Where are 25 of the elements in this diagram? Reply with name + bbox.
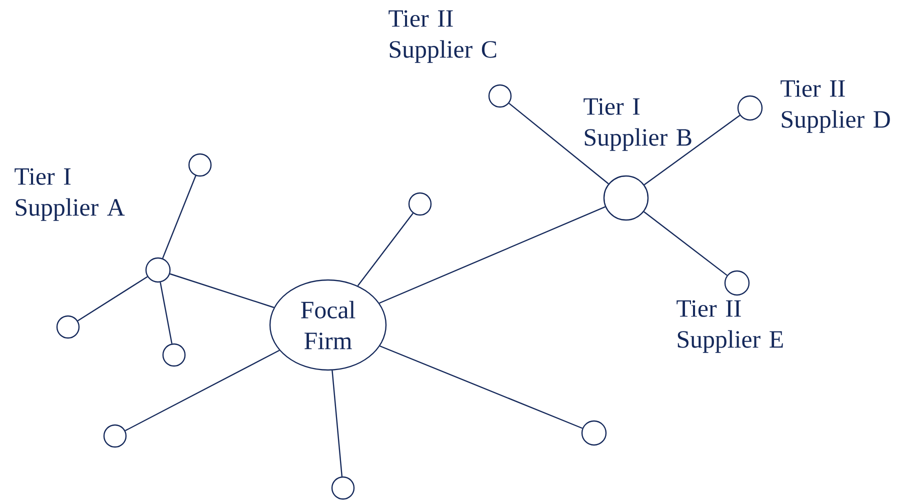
node-label: Tier II Supplier E [676, 300, 783, 353]
circle-node [162, 343, 186, 367]
connector-line [160, 282, 172, 344]
circle-node [103, 424, 127, 448]
connector-line [644, 211, 728, 276]
circle-node [408, 192, 432, 216]
node-label: Tier I Supplier A [14, 168, 125, 221]
connector-line [332, 370, 343, 476]
node-label: Tier I Supplier B [584, 98, 692, 151]
connector-line [162, 176, 196, 259]
circle-node [581, 420, 607, 446]
connector-line [77, 276, 148, 322]
circle-node [56, 315, 80, 339]
connector-line [170, 273, 274, 308]
circle-node [331, 476, 355, 500]
connector-line [125, 350, 280, 432]
ellipse-node: Focal Firm [269, 279, 387, 371]
connector-line [380, 346, 583, 429]
node-label: Tier II Supplier D [780, 80, 890, 133]
node-label: Tier II Supplier C [388, 10, 496, 63]
connector-line [644, 114, 740, 186]
circle-node [188, 153, 212, 177]
connector-line [357, 212, 414, 286]
connector-line [508, 102, 609, 184]
connector-line [379, 206, 606, 304]
